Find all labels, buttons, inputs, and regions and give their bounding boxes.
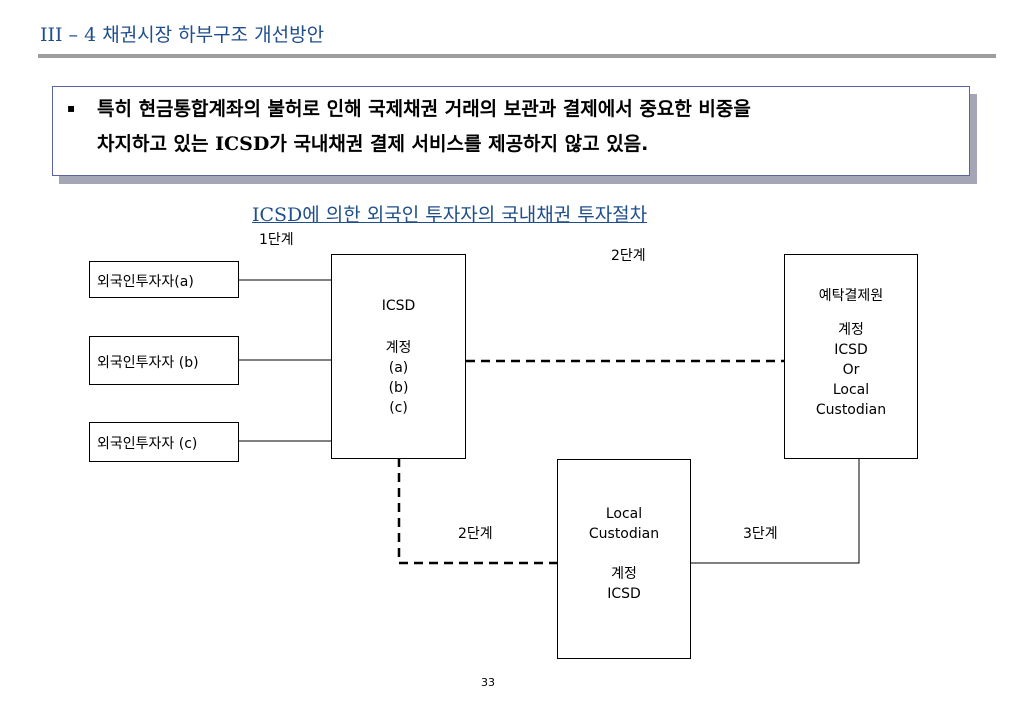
local-custodian-box: Local Custodian 계정 ICSD <box>557 459 691 659</box>
icsd-box-line: (a) <box>388 360 409 376</box>
ksd-box-line: Custodian <box>815 402 887 418</box>
callout-line-2: 차지하고 있는 ICSD가 국내채권 결제 서비스를 제공하지 않고 있음. <box>97 129 648 156</box>
ksd-box-line: Local <box>832 382 870 398</box>
ksd-box-lines: 예탁결제원 계정 ICSD Or Local Custodian <box>785 286 917 420</box>
step-2-label-top: 2단계 <box>611 248 646 264</box>
custodian-box-spacer <box>558 544 690 564</box>
investor-label-c: 외국인투자자 (c) <box>97 436 198 452</box>
dashed-icsd-custodian <box>397 458 557 565</box>
ksd-box-line: Or <box>842 362 860 378</box>
investor-label-a: 외국인투자자(a) <box>97 274 194 290</box>
icsd-box-line: (c) <box>389 400 408 416</box>
ksd-box-line: ICSD <box>834 342 868 358</box>
step-2-label-bottom: 2단계 <box>458 526 493 542</box>
custodian-box-line: Custodian <box>588 526 660 542</box>
icsd-account-box: ICSD 계정 (a) (b) (c) <box>331 254 466 459</box>
title-rule <box>38 54 996 58</box>
callout-line-2-start: 차지하고 있는 <box>97 133 216 155</box>
callout-line-1: 특히 현금통합계좌의 불허로 인해 국제채권 거래의 보관과 결제에서 중요한 … <box>97 98 751 120</box>
section-title: III – 4 채권시장 하부구조 개선방안 <box>40 24 325 46</box>
callout-line-2-end: 가 국내채권 결제 서비스를 제공하지 않고 있음. <box>269 133 649 155</box>
investor-box-b: 외국인투자자 (b) <box>89 336 239 385</box>
custodian-box-lines: Local Custodian 계정 ICSD <box>558 504 690 604</box>
ksd-box-line: 예탁결제원 <box>818 288 884 304</box>
step-1-label: 1단계 <box>259 232 294 248</box>
icsd-box-line: 계정 <box>385 340 412 356</box>
investor-box-a: 외국인투자자(a) <box>89 261 239 298</box>
icsd-box-title: ICSD <box>381 298 416 314</box>
callout-box: ▪ 특히 현금통합계좌의 불허로 인해 국제채권 거래의 보관과 결제에서 중요… <box>52 86 970 176</box>
ksd-box-line: 계정 <box>838 322 864 338</box>
icsd-box-lines: 계정 (a) (b) (c) <box>332 338 465 418</box>
ksd-box-spacer <box>785 306 917 320</box>
page-number: 33 <box>481 676 495 689</box>
connector-custodian-ksd <box>690 458 860 564</box>
bullet-icon: ▪ <box>67 101 76 115</box>
custodian-box-line: ICSD <box>607 586 641 602</box>
callout-icsd-term: ICSD <box>215 133 270 155</box>
diagram-title: ICSD에 의한 외국인 투자자의 국내채권 투자절차 <box>252 204 648 226</box>
custodian-box-line: Local <box>605 506 643 522</box>
step-3-label: 3단계 <box>743 526 778 542</box>
icsd-box-line: (b) <box>388 380 409 396</box>
investor-label-b: 외국인투자자 (b) <box>97 355 199 371</box>
ksd-box: 예탁결제원 계정 ICSD Or Local Custodian <box>784 254 918 459</box>
custodian-box-line: 계정 <box>611 566 637 582</box>
investor-box-c: 외국인투자자 (c) <box>89 422 239 462</box>
